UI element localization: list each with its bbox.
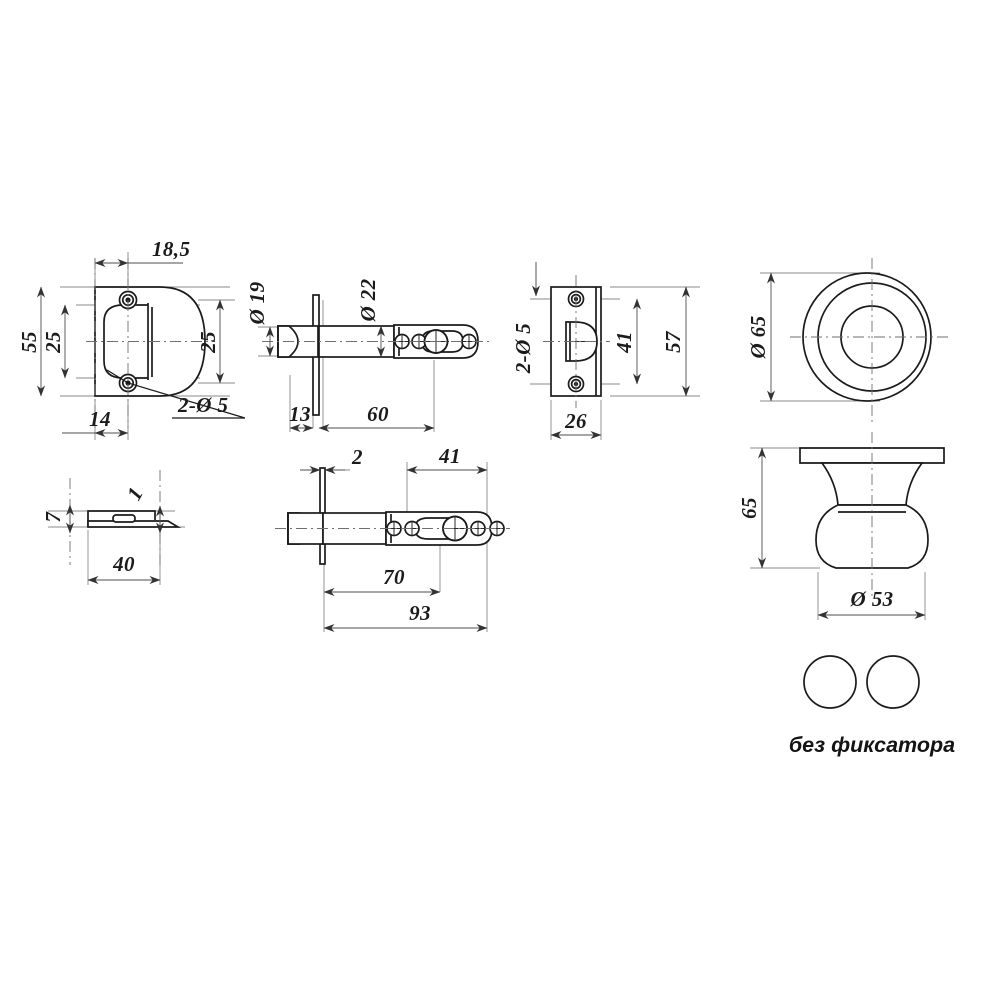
dim-41-latch2: 41: [406, 444, 488, 474]
knob-pair-circle-left: [803, 655, 857, 709]
view-latch-side-bottom: 2 41 70 93: [275, 444, 510, 632]
dim-label-7: 7: [41, 510, 65, 522]
dim-label-41-latch2: 41: [438, 444, 461, 468]
dim-label-dia-22: Ø 22: [356, 278, 380, 322]
caption-bez-fiksatora: без фиксатора: [789, 733, 955, 757]
dim-60: 60: [318, 402, 435, 432]
dim-label-2: 2: [351, 445, 363, 469]
dim-40: 40: [87, 552, 161, 584]
faceplate-center-lines: [543, 275, 610, 408]
dim-25: 25: [41, 304, 69, 379]
dim-label-1: 1: [122, 483, 148, 504]
dim-dia-65: Ø 65: [746, 272, 775, 402]
dim-label-41-strike: 25: [196, 331, 220, 354]
dim-2-dia-5-faceplate: 2-Ø 5: [511, 262, 540, 374]
latch-extension-lines: [258, 300, 435, 432]
dim-label-93: 93: [409, 601, 431, 625]
dim-93: 93: [323, 601, 488, 632]
dim-7: 7: [41, 504, 74, 534]
dim-label-60: 60: [367, 402, 389, 426]
section-tongue-tab: [112, 514, 136, 523]
dim-label-2-dia-5-faceplate: 2-Ø 5: [511, 323, 535, 374]
dim-41-faceplate: 41: [612, 298, 641, 385]
dim-label-dia-53: Ø 53: [849, 587, 893, 611]
dim-70: 70: [323, 565, 441, 596]
center-lines: [86, 258, 215, 428]
dim-dia-22: Ø 22: [356, 278, 385, 358]
latch2-extension-lines: [300, 462, 488, 632]
dim-label-13: 13: [289, 402, 311, 426]
dim-18-5: 18,5: [94, 237, 190, 267]
dim-dia-53: Ø 53: [817, 587, 926, 619]
dim-65-height: 65: [737, 447, 766, 569]
dim-label-70: 70: [383, 565, 405, 589]
dim-2: 2: [300, 445, 363, 474]
strike-plate-recess: [103, 304, 148, 379]
dim-26: 26: [550, 409, 602, 439]
dim-label-dia-19: Ø 19: [245, 281, 269, 325]
dim-label-18-5: 18,5: [152, 237, 190, 261]
dim-label-dia-65: Ø 65: [746, 315, 770, 359]
dim-14: 14: [62, 407, 129, 437]
housing-hole-3: [461, 333, 477, 350]
knob-top-center-lines: [790, 258, 950, 425]
dim-label-41-faceplate: 41: [612, 331, 636, 354]
dim-label-65-height: 65: [737, 497, 761, 519]
dim-label-14: 14: [89, 407, 111, 431]
view-knob-top: Ø 65: [746, 258, 950, 425]
dim-label-40: 40: [112, 552, 135, 576]
dim-label-57: 57: [661, 330, 685, 353]
dim-2-dia-5-leader: 2-Ø 5: [106, 369, 246, 419]
dim-dia-19: Ø 19: [245, 281, 274, 357]
dim-label-25: 25: [41, 331, 65, 354]
section-plate-profile: [87, 510, 156, 527]
view-strike-plate-front: 18,5 55 25 25 14: [17, 237, 246, 440]
dim-57: 57: [661, 286, 690, 397]
knob-ball-body: [815, 504, 929, 569]
view-strike-plate-section: 7 1 40: [41, 470, 185, 585]
dim-label-55: 55: [17, 331, 41, 353]
view-knob-pair: [803, 655, 920, 709]
view-face-plate: 2-Ø 5 41 57 26: [511, 262, 700, 440]
dim-55: 55: [17, 286, 45, 397]
view-knob-profile: 65 Ø 53: [737, 432, 945, 620]
dim-label-26: 26: [564, 409, 587, 433]
dim-13: 13: [289, 402, 314, 432]
dim-label-2-dia-5: 2-Ø 5: [177, 393, 228, 417]
view-latch-side-top: Ø 19 Ø 22 13 60: [245, 278, 492, 432]
section-plate-body: [87, 520, 182, 528]
dim-41-strike: 25: [196, 299, 224, 384]
knob-pair-circle-right: [866, 655, 920, 709]
